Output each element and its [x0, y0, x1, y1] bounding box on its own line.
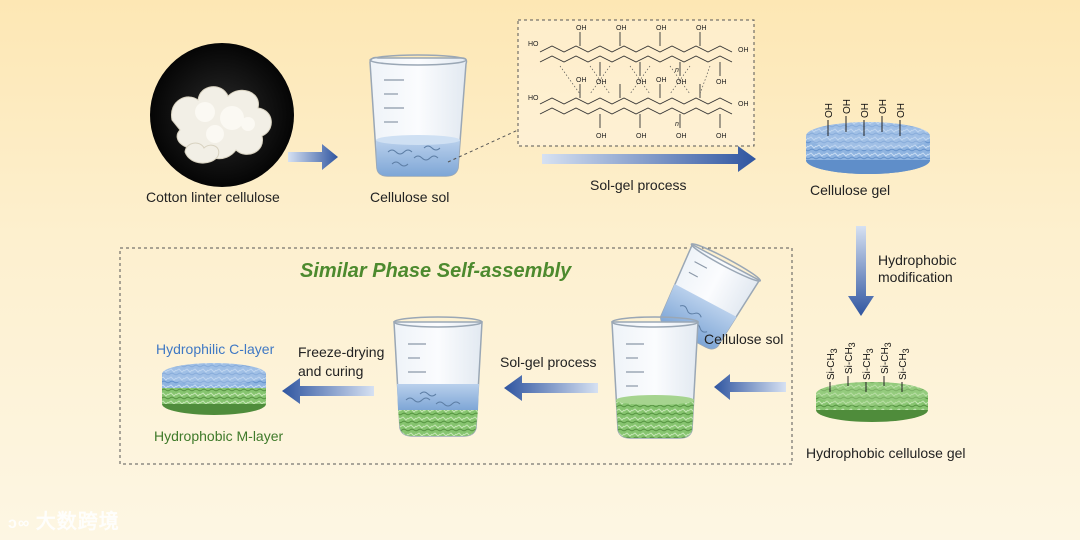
section-title-similar-phase: Similar Phase Self-assembly [300, 260, 572, 282]
svg-text:OH: OH [738, 101, 749, 108]
arrow-hydrophobic-modification [848, 226, 874, 316]
arrow-solgel-bottom [504, 375, 598, 401]
beaker-two-layer [393, 316, 483, 437]
svg-text:OH: OH [596, 79, 607, 86]
arrow-solgel-top [542, 146, 756, 172]
label-cotton: Cotton linter cellulose [146, 189, 280, 205]
svg-text:OH: OH [676, 133, 687, 140]
svg-text:Si-CH3: Si-CH3 [898, 348, 911, 380]
svg-text:OH: OH [716, 133, 727, 140]
svg-text:OH: OH [696, 25, 707, 32]
svg-text:OH: OH [576, 77, 587, 84]
svg-text:OH: OH [878, 99, 889, 114]
arrow-gel-to-beaker [714, 374, 786, 400]
label-cellulose-gel: Cellulose gel [810, 182, 891, 198]
svg-text:Si-CH3: Si-CH3 [880, 342, 893, 374]
svg-text:OH: OH [860, 103, 871, 118]
bilayer-product-disc [162, 363, 266, 415]
svg-text:n: n [675, 67, 679, 74]
hydrophobic-gel-disc: Si-CH3 Si-CH3 Si-CH3 Si-CH3 Si-CH3 [816, 342, 928, 422]
svg-text:OH: OH [636, 79, 647, 86]
svg-text:HO: HO [528, 41, 539, 48]
watermark-icon: ↄ∞ [8, 515, 36, 532]
label-freeze-drying: Freeze-drying and curing [298, 344, 385, 379]
cotton-photo [150, 43, 294, 187]
label-hydrophobic-modification: Hydrophobic modification [878, 252, 957, 285]
svg-text:OH: OH [842, 99, 853, 114]
watermark-logo: ↄ∞ 大数跨境 [8, 511, 120, 533]
label-c-layer: Hydrophilic C-layer [156, 341, 275, 357]
svg-text:OH: OH [596, 133, 607, 140]
svg-text:n: n [675, 121, 679, 128]
beaker-green-base [611, 316, 699, 439]
svg-text:HO: HO [528, 95, 539, 102]
svg-text:Si-CH3: Si-CH3 [844, 342, 857, 374]
cellulose-gel-disc: OH OH OH OH OH [806, 99, 930, 174]
label-cellulose-sol-pour: Cellulose sol [704, 331, 784, 347]
label-cellulose-sol: Cellulose sol [370, 189, 450, 205]
svg-text:Si-CH3: Si-CH3 [862, 348, 875, 380]
svg-text:OH: OH [824, 103, 835, 118]
svg-text:OH: OH [738, 47, 749, 54]
self-assembly-box [119, 247, 793, 465]
svg-text:OH: OH [656, 25, 667, 32]
molecular-structure-box: HO OH OH OH OH OH OH OH OH OH HO OH OH OH OH OH OH O… [517, 19, 755, 147]
label-m-layer: Hydrophobic M-layer [154, 428, 284, 444]
arrow-cotton-to-sol [288, 144, 338, 170]
svg-text:OH: OH [656, 77, 667, 84]
svg-text:OH: OH [896, 103, 907, 118]
arrow-freeze-drying [282, 378, 374, 404]
label-hydrophobic-gel: Hydrophobic cellulose gel [806, 445, 966, 461]
svg-text:Si-CH3: Si-CH3 [826, 348, 839, 380]
label-solgel-top: Sol-gel process [590, 177, 687, 193]
svg-text:OH: OH [716, 79, 727, 86]
label-solgel-bottom: Sol-gel process [500, 354, 597, 370]
svg-text:OH: OH [616, 25, 627, 32]
svg-text:OH: OH [576, 25, 587, 32]
beaker-cellulose-sol [369, 54, 468, 177]
svg-text:OH: OH [636, 133, 647, 140]
svg-text:OH: OH [676, 79, 687, 86]
